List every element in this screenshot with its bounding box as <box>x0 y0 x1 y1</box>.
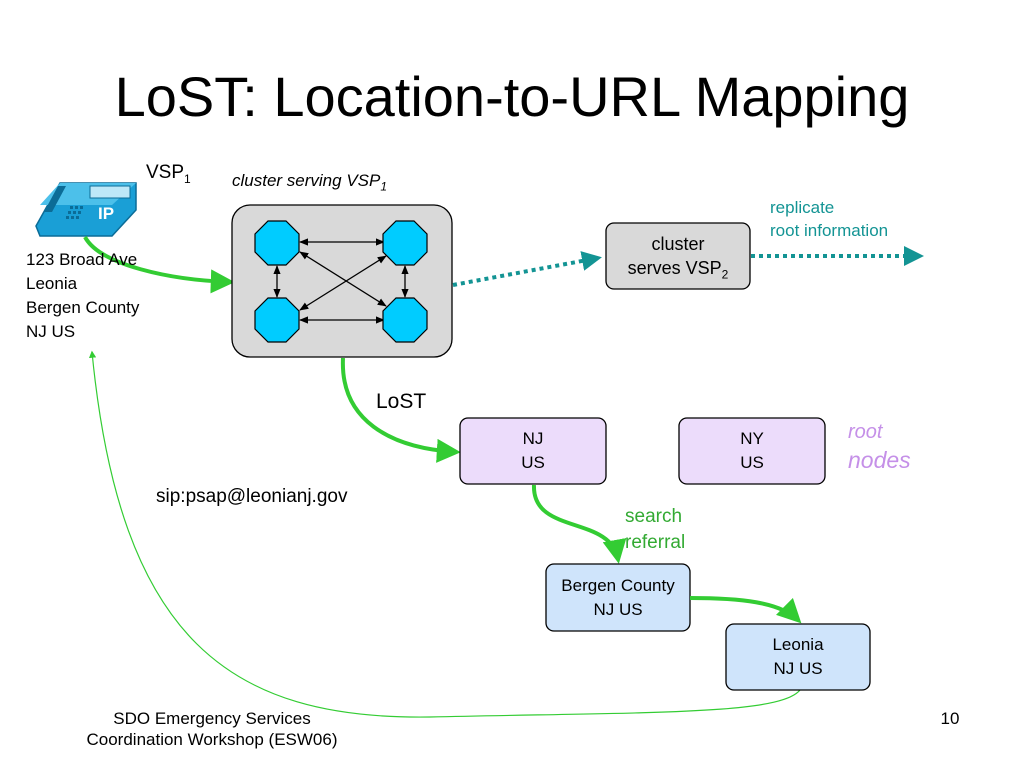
replication-arrow <box>452 251 602 287</box>
page-number: 10 <box>940 709 960 728</box>
cluster-node <box>254 220 300 266</box>
slide-title: LoST: Location-to-URL Mapping <box>114 65 910 128</box>
query-arrow <box>83 235 235 294</box>
search-referral-arrow <box>531 484 627 564</box>
footer-text: SDO Emergency Services Coordination Work… <box>86 709 338 749</box>
ip-phone-icon: IP <box>35 182 137 237</box>
root-nodes-label: root nodes <box>848 421 911 473</box>
sip-uri: sip:psap@leonianj.gov <box>156 486 348 507</box>
cluster-node <box>382 220 428 266</box>
cluster-vsp2-text: cluster serves VSP2 <box>627 234 729 282</box>
root-ny-text: NY US <box>740 429 764 472</box>
root-ny-box <box>678 417 826 485</box>
bergen-county-text: Bergen County NJ US <box>561 575 675 619</box>
referral-arrow-leonia <box>689 596 802 624</box>
cluster-node <box>254 297 300 343</box>
vsp1-label: VSP1 <box>146 162 191 186</box>
search-referral-label: search referral <box>625 506 686 553</box>
cluster-vsp2-box <box>605 222 751 290</box>
cluster-node <box>382 297 428 343</box>
phone-address: 123 Broad Ave Leonia Bergen County NJ US <box>26 250 140 341</box>
cluster-vsp1-caption: cluster serving VSP1 <box>232 171 388 194</box>
response-arrow <box>88 350 801 718</box>
root-nj-text: NJ US <box>521 429 545 472</box>
lost-label: LoST <box>376 390 427 413</box>
leonia-box <box>725 623 871 691</box>
lost-arrow <box>340 357 461 463</box>
root-nj-box <box>459 417 607 485</box>
replicate-label: replicate root information <box>770 198 889 240</box>
ip-badge: IP <box>98 204 114 223</box>
leonia-text: Leonia NJ US <box>772 635 824 678</box>
